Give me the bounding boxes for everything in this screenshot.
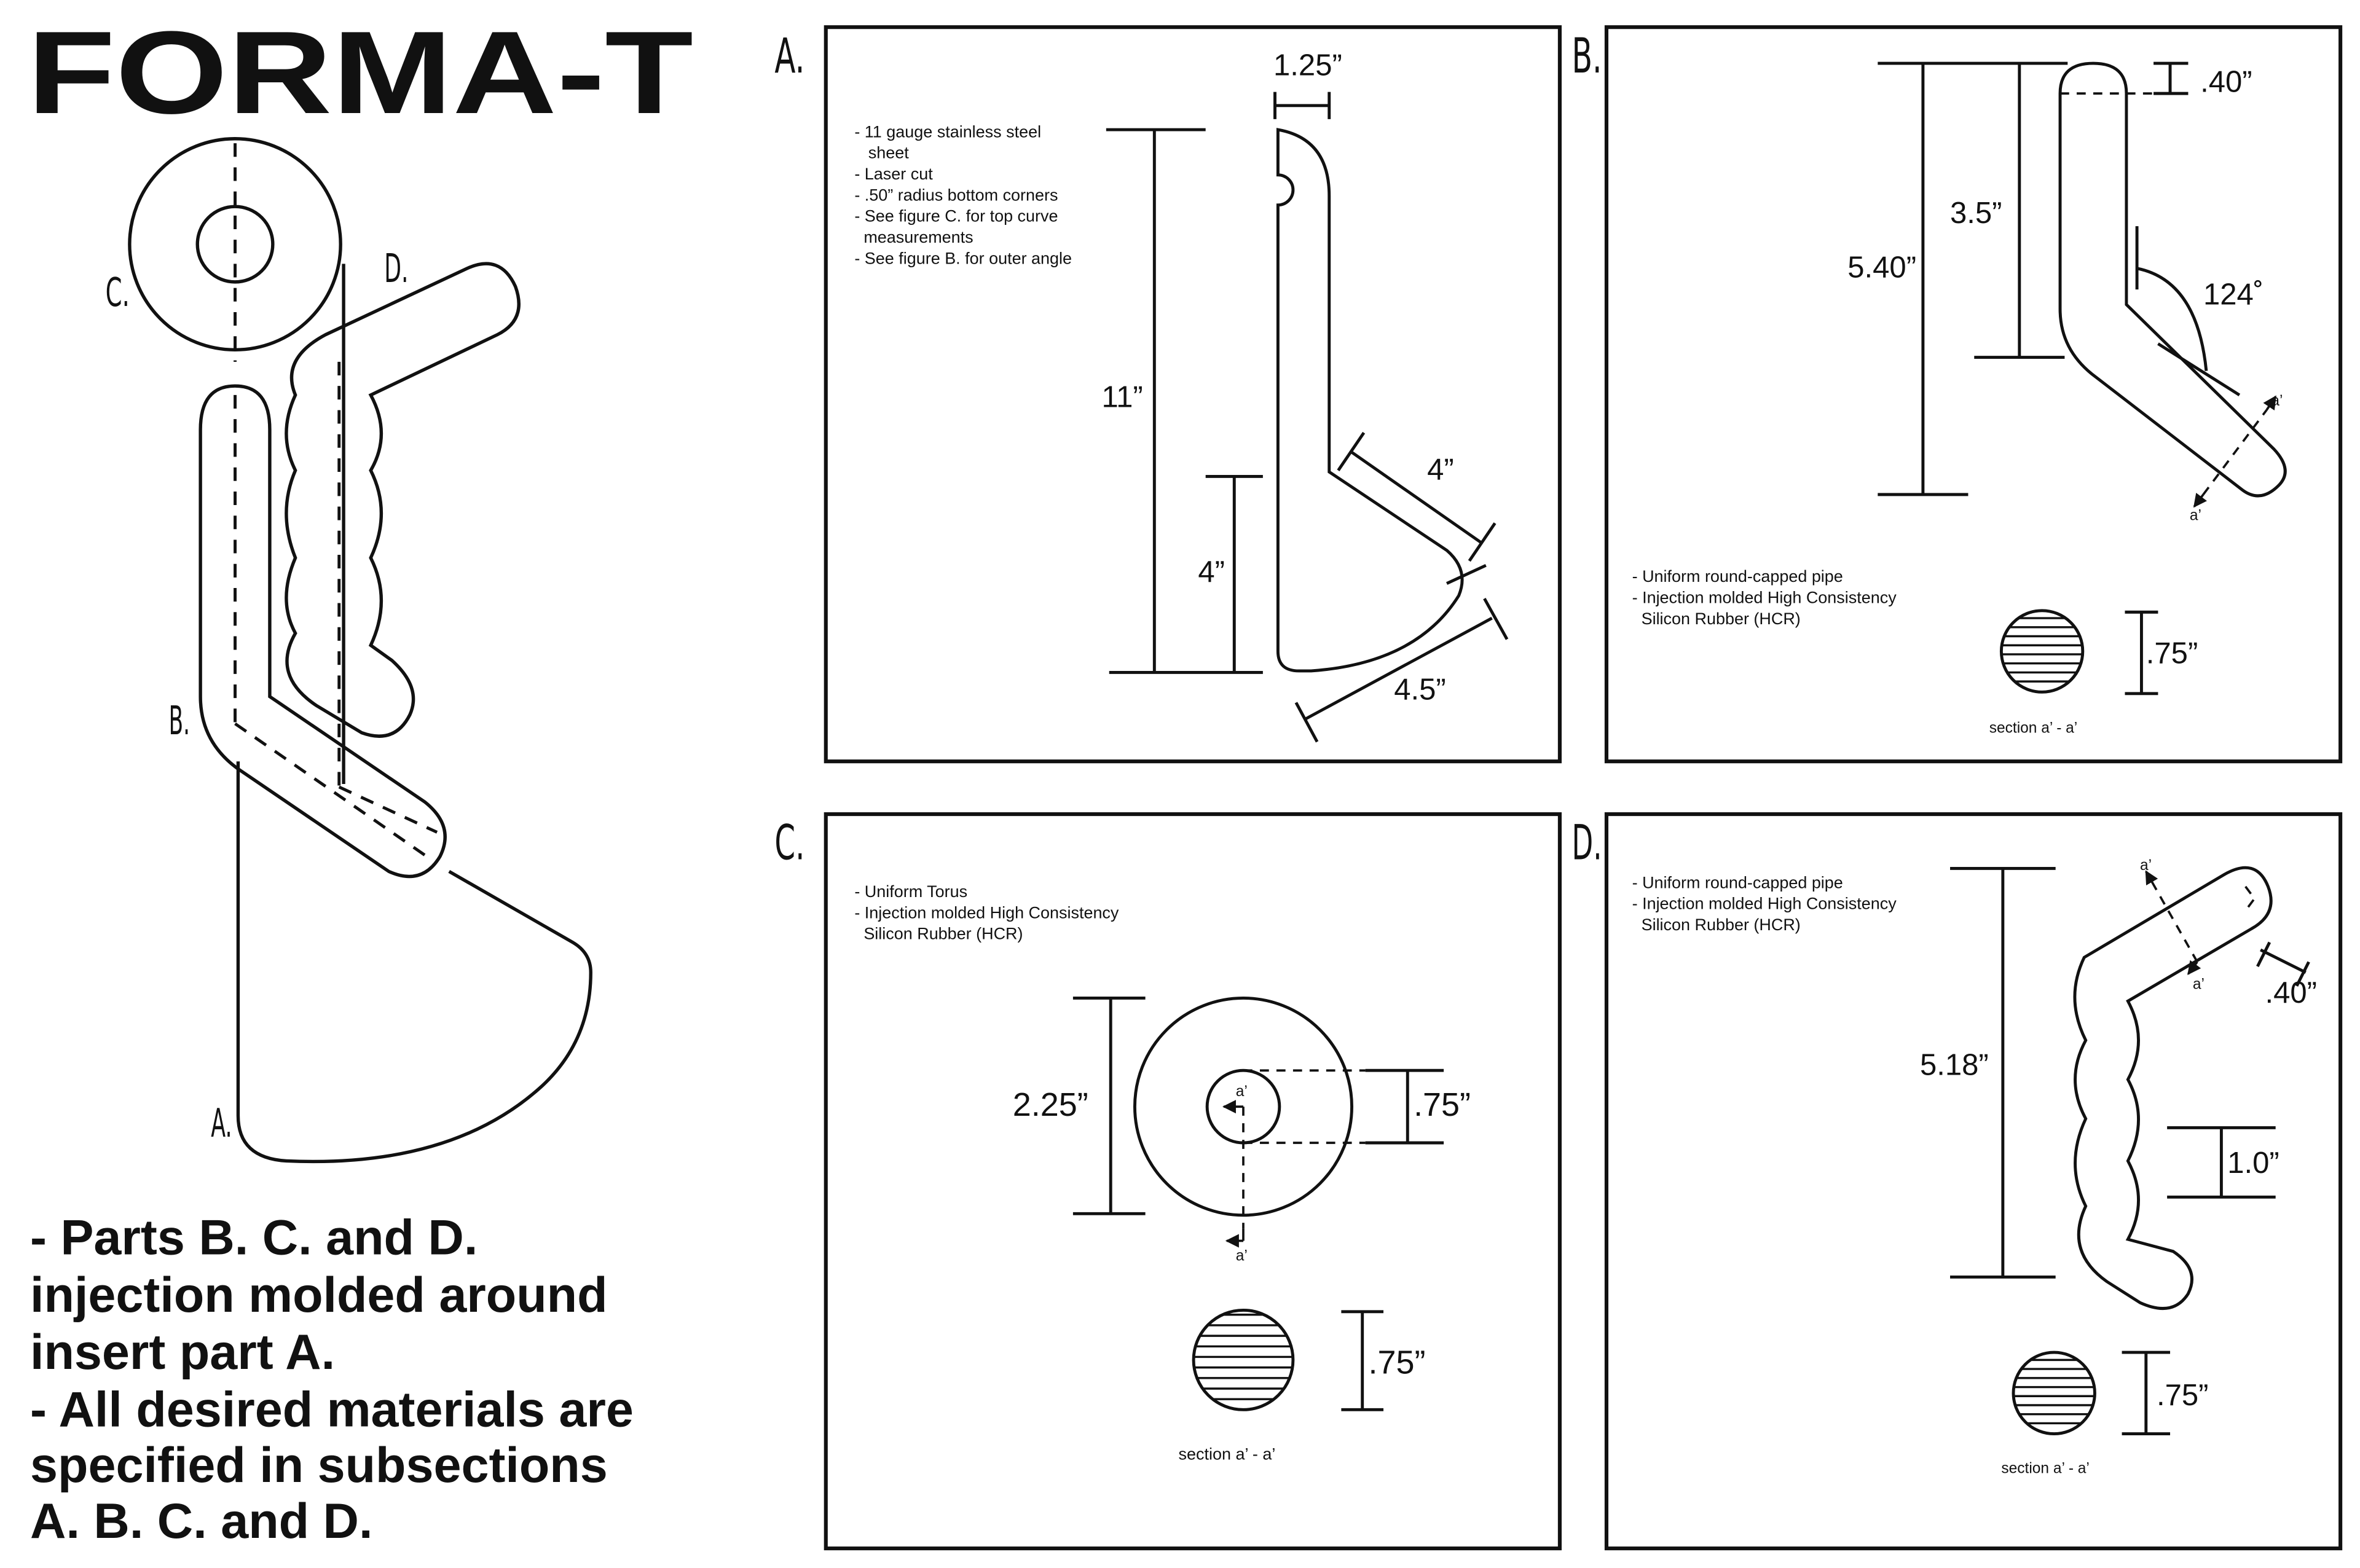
panel-d: D. 5.18” .40” 1.0” .75” a’ a’ bbox=[1572, 812, 2343, 1551]
panel-d-section-caption: section a’ - a’ bbox=[2001, 1460, 2089, 1476]
panel-c-section-caption: section a’ - a’ bbox=[1179, 1445, 1276, 1463]
panel-a: A. - 11 gauge stainless steel sheet - La… bbox=[774, 25, 1562, 764]
svg-text:Silicon Rubber (HCR): Silicon Rubber (HCR) bbox=[854, 925, 1023, 943]
panel-d-marker-bottom: a’ bbox=[2193, 976, 2205, 993]
panel-d-pipe bbox=[2073, 866, 2273, 1310]
overview-label-d: D. bbox=[384, 246, 408, 292]
panel-c-section-hatch bbox=[1194, 1314, 1293, 1400]
panel-b-dim-angle: 124˚ bbox=[2203, 278, 2264, 312]
panel-d-frame bbox=[1604, 812, 2343, 1551]
panel-b-pipe bbox=[2058, 61, 2287, 498]
overview-note-line: injection molded around bbox=[30, 1268, 607, 1323]
svg-text:- Laser cut: - Laser cut bbox=[854, 165, 933, 183]
panel-d-dim-overall: 5.18” bbox=[1920, 1049, 1989, 1082]
overview-note-line: - All desired materials are bbox=[30, 1382, 634, 1437]
panel-b-dim-upper: 3.5” bbox=[1950, 197, 2002, 230]
panel-d-dim-bump: 1.0” bbox=[2227, 1147, 2279, 1180]
overview-pipe-b bbox=[199, 384, 447, 879]
svg-text:- Uniform round-capped pipe: - Uniform round-capped pipe bbox=[1632, 873, 1843, 892]
panel-d-dim-cap: .40” bbox=[2265, 976, 2317, 1009]
panel-b-tag: B. bbox=[1572, 28, 1602, 84]
svg-text:- See figure B. for outer angl: - See figure B. for outer angle bbox=[854, 249, 1072, 267]
svg-text:- Injection molded High Consis: - Injection molded High Consistency bbox=[1632, 589, 1897, 607]
panel-b-dim-cap: .40” bbox=[2200, 66, 2252, 99]
panel-a-dim-height: 11” bbox=[1101, 381, 1143, 414]
page-title: FORMA-T bbox=[27, 7, 693, 138]
panel-d-section-hatch bbox=[2013, 1358, 2095, 1425]
panel-b-frame bbox=[1604, 25, 2343, 764]
overview-note-line: - Parts B. C. and D. bbox=[30, 1210, 478, 1266]
panel-c-marker-top: a’ bbox=[1236, 1083, 1248, 1100]
panel-a-frame bbox=[824, 25, 1562, 764]
svg-text:- See figure C. for top curve: - See figure C. for top curve bbox=[854, 207, 1058, 225]
panel-a-dim-angled: 4” bbox=[1427, 453, 1454, 486]
svg-text:- Uniform Torus: - Uniform Torus bbox=[854, 882, 967, 901]
panel-b-dim-overall: 5.40” bbox=[1847, 251, 1916, 284]
overview-insert-a bbox=[236, 761, 592, 1164]
svg-text:- 11 gauge stainless steel: - 11 gauge stainless steel bbox=[854, 122, 1041, 141]
svg-text:- Uniform round-capped pipe: - Uniform round-capped pipe bbox=[1632, 567, 1843, 586]
panel-b-marker-top: a’ bbox=[2271, 393, 2283, 409]
panel-d-tag: D. bbox=[1572, 815, 1602, 871]
overview-note-line: A. B. C. and D. bbox=[30, 1494, 372, 1549]
overview-label-c: C. bbox=[106, 270, 130, 316]
panel-d-marker-top: a’ bbox=[2140, 857, 2152, 874]
panel-a-dim-top-width: 1.25” bbox=[1273, 49, 1342, 82]
panel-c-section-circle bbox=[1192, 1308, 1295, 1411]
overview-note-line: specified in subsections bbox=[30, 1438, 608, 1493]
panel-a-plate bbox=[1276, 128, 1464, 673]
svg-text:measurements: measurements bbox=[854, 228, 973, 246]
overview-label-a: A. bbox=[211, 1101, 232, 1147]
overview-assembly bbox=[128, 137, 592, 1164]
panel-d-section-circle bbox=[2012, 1350, 2096, 1436]
overview-label-b: B. bbox=[169, 699, 190, 744]
panel-a-notes: - 11 gauge stainless steel sheet - Laser… bbox=[854, 122, 1072, 267]
overview-notes: - Parts B. C. and D. injection molded ar… bbox=[30, 1210, 634, 1549]
svg-text:sheet: sheet bbox=[854, 144, 909, 162]
panel-a-dim-bottom: 4.5” bbox=[1394, 673, 1446, 707]
panel-c-marker-bottom: a’ bbox=[1236, 1247, 1248, 1264]
panel-b-section-caption: section a’ - a’ bbox=[1989, 720, 2077, 737]
svg-text:- Injection molded High Consis: - Injection molded High Consistency bbox=[854, 903, 1119, 922]
panel-a-dim-lower: 4” bbox=[1198, 555, 1225, 589]
panel-d-notes: - Uniform round-capped pipe - Injection … bbox=[1632, 873, 1897, 934]
svg-text:Silicon Rubber (HCR): Silicon Rubber (HCR) bbox=[1632, 610, 1801, 628]
overview-torus-c-hole bbox=[195, 205, 275, 284]
svg-text:- Injection molded High Consis: - Injection molded High Consistency bbox=[1632, 895, 1897, 913]
panel-c: C. 2.25” .75” .75” a’ a’ s bbox=[774, 812, 1562, 1551]
panel-a-tag: A. bbox=[774, 28, 804, 84]
panel-b-notes: - Uniform round-capped pipe - Injection … bbox=[1632, 567, 1897, 628]
panel-c-frame bbox=[824, 812, 1562, 1551]
panel-b-dim-section: .75” bbox=[2146, 637, 2198, 670]
panel-b-section-circle bbox=[1999, 609, 2085, 694]
panel-c-dim-inner: .75” bbox=[1414, 1086, 1471, 1123]
panel-c-tag: C. bbox=[774, 815, 804, 871]
panel-b-marker-bottom: a’ bbox=[2190, 508, 2201, 524]
svg-text:- .50” radius bottom corners: - .50” radius bottom corners bbox=[854, 186, 1058, 204]
overview-pipe-d bbox=[285, 262, 521, 738]
panel-c-dim-section: .75” bbox=[1369, 1344, 1426, 1381]
panel-b: B. 5.40” 3.5” .40” 124˚ bbox=[1572, 25, 2343, 764]
overview-note-line: insert part A. bbox=[30, 1325, 335, 1380]
panel-c-dim-outer: 2.25” bbox=[1013, 1086, 1088, 1123]
panel-d-dim-section: .75” bbox=[2157, 1379, 2208, 1412]
panel-c-notes: - Uniform Torus - Injection molded High … bbox=[854, 882, 1119, 943]
svg-text:Silicon Rubber (HCR): Silicon Rubber (HCR) bbox=[1632, 915, 1801, 934]
